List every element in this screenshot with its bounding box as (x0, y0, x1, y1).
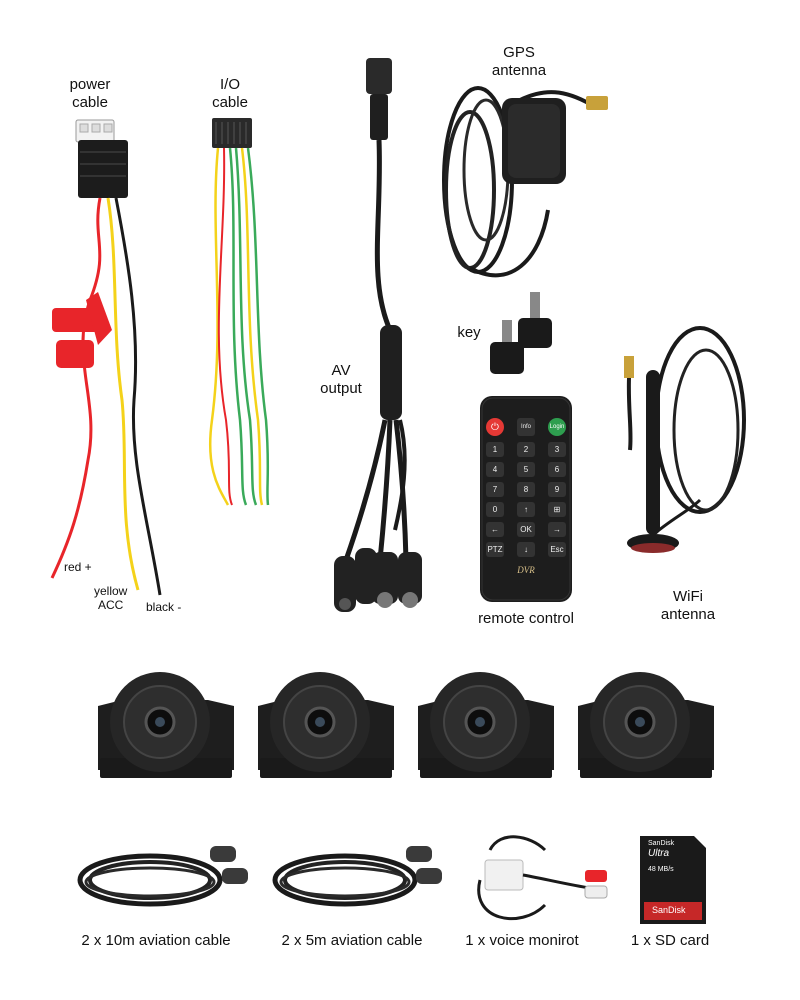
remote-key: 6 (548, 462, 566, 477)
remote-key: → (548, 522, 566, 537)
wifi-antenna-image (624, 326, 746, 553)
label-wifi-antenna-line2: antenna (660, 606, 716, 623)
aviation-cable-10m-image (77, 846, 248, 907)
remote-key: ⊞ (548, 502, 566, 517)
remote-key: 9 (548, 482, 566, 497)
label-io-cable-line1: I/O (219, 76, 240, 93)
label-power-cable-line1: power (69, 76, 111, 93)
label-wire-black: black - (146, 600, 182, 614)
label-av-output: AV output (312, 362, 370, 398)
label-wire-yellow-line2: ACC (98, 598, 124, 612)
remote-key: ↑ (517, 502, 535, 517)
label-gps-antenna-line2: antenna (491, 62, 547, 79)
label-wire-red: red + (64, 560, 92, 574)
camera-1-image (98, 672, 234, 778)
keys-image (490, 292, 552, 374)
label-key: key (457, 324, 481, 341)
io-cable-image (208, 118, 270, 506)
caption-cable-10m: 2 x 10m aviation cable (81, 932, 231, 949)
remote-key: 4 (486, 462, 504, 477)
remote-key: 0 (486, 502, 504, 517)
label-wifi-antenna-line1: WiFi (673, 588, 703, 605)
label-wire-yellow: yellow ACC (94, 584, 127, 612)
label-gps-antenna: GPS antenna (482, 44, 556, 80)
label-av-output-line1: AV (331, 362, 351, 379)
label-av-output-line2: output (320, 380, 362, 397)
sd-card-line: Ultra (648, 848, 670, 859)
remote-key: PTZ (486, 542, 504, 557)
gps-antenna-image (442, 86, 608, 278)
remote-key: 5 (517, 462, 535, 477)
sd-card-brand-top: SanDisk (648, 840, 675, 847)
remote-key: 7 (486, 482, 504, 497)
power-button: ⏻ (486, 418, 504, 436)
caption-voice-monitor: 1 x voice monirot (465, 932, 579, 949)
sd-card-capacity: 48 MB/s (648, 866, 674, 873)
remote-key: Esc (548, 542, 566, 557)
remote-key: 2 (517, 442, 535, 457)
remote-key: ← (486, 522, 504, 537)
sd-card-image (640, 836, 706, 924)
camera-4-image (578, 672, 714, 778)
label-io-cable-line2: cable (212, 94, 248, 111)
label-gps-antenna-line1: GPS (503, 44, 535, 61)
info-button: Info (517, 418, 535, 436)
voice-monitor-image (477, 835, 608, 921)
remote-key: OK (517, 522, 535, 537)
login-button: Login (548, 418, 566, 436)
remote-key: 1 (486, 442, 504, 457)
remote-key: 3 (548, 442, 566, 457)
label-io-cable: I/O cable (202, 76, 258, 112)
label-power-cable-line2: cable (72, 94, 108, 111)
aviation-cable-5m-image (272, 846, 442, 907)
caption-sd-card: 1 x SD card (630, 932, 710, 949)
remote-key: ↓ (517, 542, 535, 557)
label-power-cable: power cable (58, 76, 122, 112)
remote-brand: DVR (517, 565, 535, 575)
camera-3-image (418, 672, 554, 778)
label-remote-control: remote control (478, 610, 574, 627)
remote-key: 8 (517, 482, 535, 497)
label-wire-yellow-line1: yellow (94, 584, 128, 598)
av-output-cable-image (334, 58, 422, 612)
power-cable-image (50, 119, 162, 596)
label-wifi-antenna: WiFi antenna (650, 588, 726, 624)
caption-cable-5m: 2 x 5m aviation cable (281, 932, 423, 949)
sd-card-brand-bottom: SanDisk (652, 905, 686, 915)
camera-2-image (258, 672, 394, 778)
